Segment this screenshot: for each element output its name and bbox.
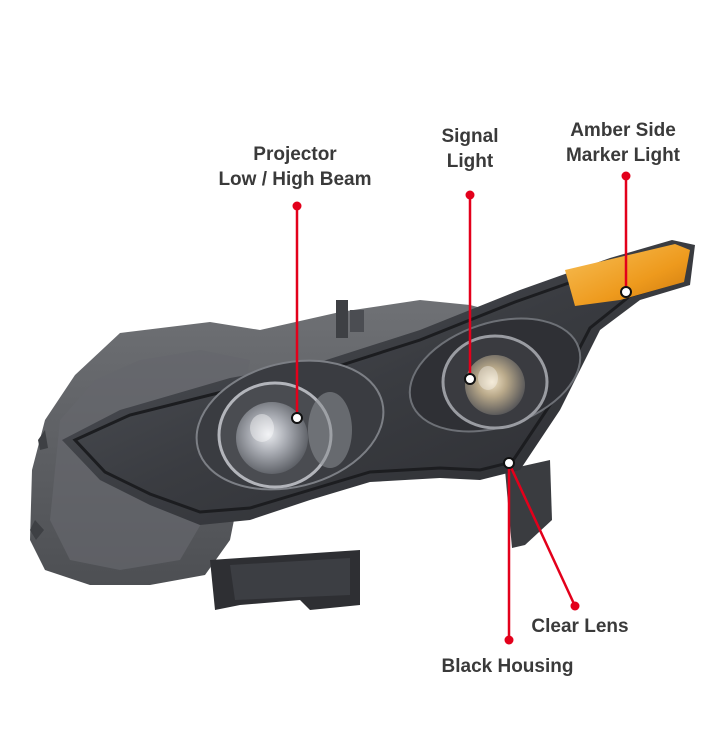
callout-target-dots [291, 286, 632, 469]
signal-light-projector [408, 317, 582, 433]
amber-side-marker-label: Amber Side Marker Light [548, 118, 698, 168]
amber-label-line1: Amber Side [570, 120, 676, 141]
low-high-beam-projector [195, 359, 385, 491]
clear-lens-callout-line [507, 462, 577, 607]
projector-label: Projector Low / High Beam [195, 142, 395, 192]
signal-end-dot [465, 190, 475, 200]
signal-target-dot [464, 373, 476, 385]
clear-lens-label: Clear Lens [520, 614, 640, 639]
clear-lens-end-dot [570, 601, 580, 611]
black-housing-label-text: Black Housing [441, 656, 574, 677]
callout-end-dots [292, 171, 631, 645]
signal-label: Signal Light [420, 124, 520, 174]
projector-label-line2: Low / High Beam [218, 169, 372, 190]
amber-side-marker-lens [565, 244, 690, 306]
callout-lines [295, 176, 628, 640]
black-housing-label: Black Housing [420, 654, 595, 679]
black-housing-end-dot [504, 635, 514, 645]
projector-end-dot [292, 201, 302, 211]
signal-label-line2: Light [446, 151, 494, 172]
amber-label-line2: Marker Light [565, 145, 681, 166]
projector-label-line1: Projector [253, 144, 337, 165]
signal-label-line1: Signal [441, 126, 499, 147]
lens-target-dot [503, 457, 515, 469]
clear-lens-label-text: Clear Lens [531, 616, 629, 637]
amber-target-dot [620, 286, 632, 298]
amber-end-dot [621, 171, 631, 181]
projector-target-dot [291, 412, 303, 424]
